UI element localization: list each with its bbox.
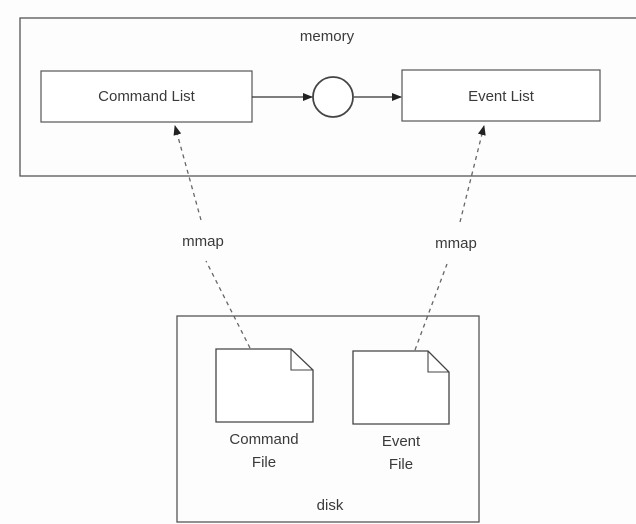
event-file-label-line2: File — [388, 456, 414, 473]
memory-box — [19, 17, 636, 177]
event-file-fold — [427, 351, 449, 373]
command-file-label-line1: Command — [229, 431, 299, 448]
mmap-arrow-event — [414, 263, 448, 351]
mmap-arrow-event-upper — [459, 125, 486, 223]
mmap-label-left: mmap — [182, 233, 224, 250]
processor-circle — [312, 76, 354, 118]
memory-label: memory — [299, 28, 355, 45]
command-file-label-line2: File — [251, 454, 277, 471]
disk-box — [176, 315, 480, 523]
event-list-label: Event List — [468, 88, 534, 105]
mmap-arrow-command — [205, 260, 251, 349]
command-file-icon — [215, 348, 314, 423]
disk-label: disk — [316, 497, 344, 514]
event-list-box — [401, 69, 601, 122]
event-file-icon — [352, 350, 450, 425]
event-file-label-line1: Event — [381, 433, 421, 450]
command-list-label: Command List — [98, 88, 195, 105]
command-file-fold — [290, 349, 313, 371]
mmap-label-right: mmap — [435, 235, 477, 252]
mmap-arrow-command-upper — [173, 125, 202, 221]
